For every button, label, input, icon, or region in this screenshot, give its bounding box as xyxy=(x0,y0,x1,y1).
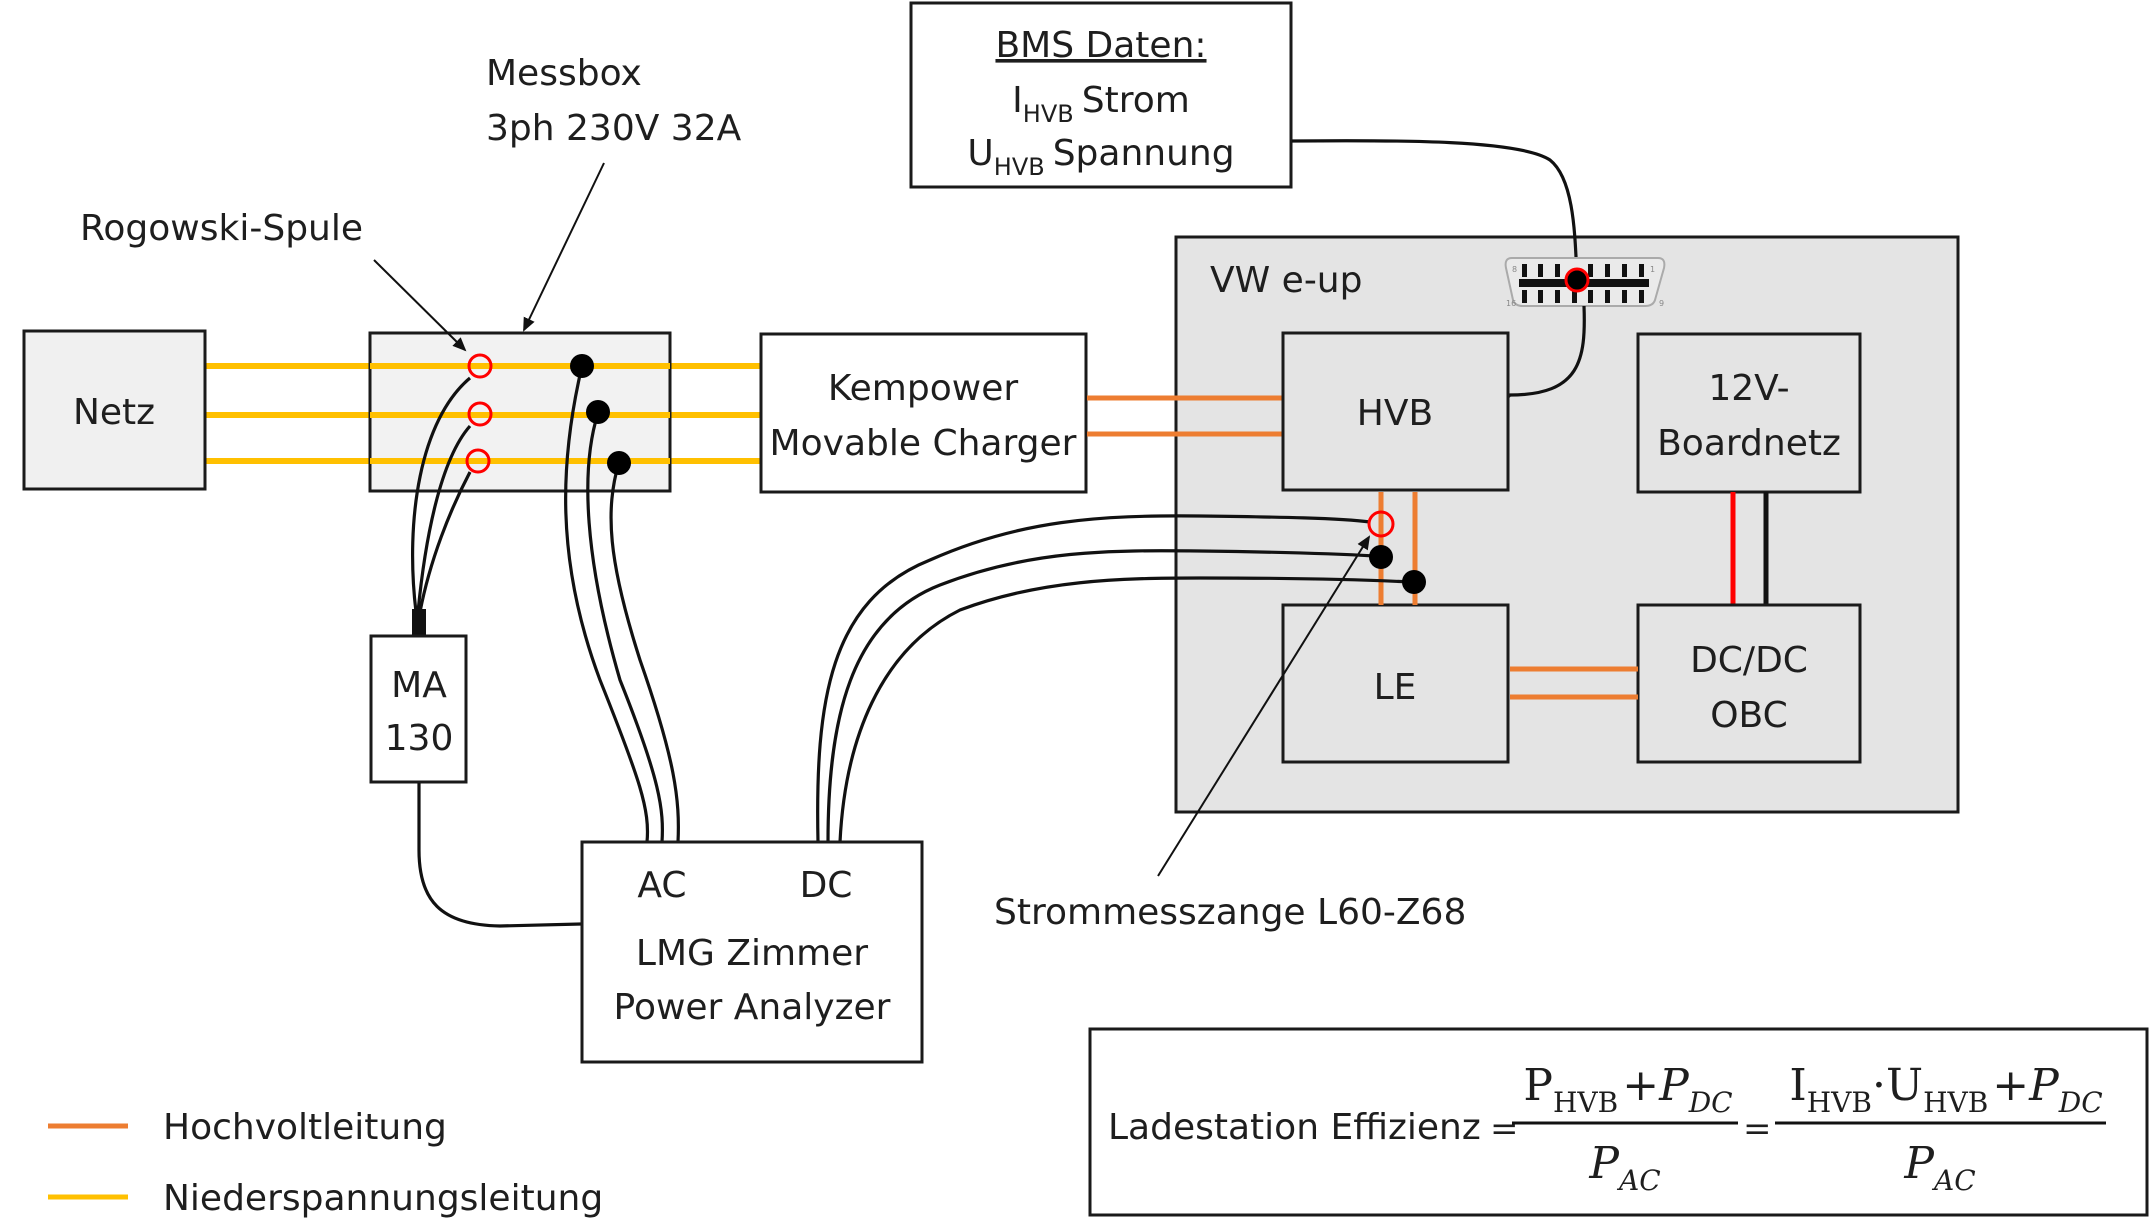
lmg-label-line1: LMG Zimmer xyxy=(636,933,868,974)
netz-label: Netz xyxy=(73,392,155,433)
kempower-box xyxy=(759,332,1088,494)
lmg-box xyxy=(580,840,924,1064)
voltage-tap-1 xyxy=(570,354,594,378)
formula-frac2-denominator: PAC xyxy=(1903,1138,1975,1197)
boardnetz-box xyxy=(1636,332,1862,494)
hvb-box xyxy=(1281,331,1510,492)
messbox-arrow xyxy=(523,162,605,332)
rogowski-arrow xyxy=(373,259,467,352)
voltage-tap-2 xyxy=(586,400,610,424)
legend-label-hochvolt: Hochvoltleitung xyxy=(163,1107,447,1148)
bms-box xyxy=(909,1,1293,189)
dcdc-box xyxy=(1636,603,1862,764)
formula-frac1-denominator: PAC xyxy=(1588,1138,1660,1197)
obd-tap-point xyxy=(1564,267,1590,293)
hvb-label: HVB xyxy=(1357,393,1433,434)
vehicle-label: VW e-up xyxy=(1210,260,1362,301)
lmg-label-line2: Power Analyzer xyxy=(614,987,891,1028)
dc-voltage-tap-1 xyxy=(1369,545,1393,569)
dc-voltage-tap-2 xyxy=(1402,570,1426,594)
obd-pin-16: 16 xyxy=(1506,299,1516,308)
strommesszange-arrow xyxy=(1157,535,1371,877)
voltage-tap-3 xyxy=(607,451,631,475)
hv-lines-charger-hvb xyxy=(1087,395,1284,437)
ma130-label-line1: MA xyxy=(391,665,447,706)
efficiency-formula: Ladestation Effizienz = PHVB+PDC PAC = I… xyxy=(1088,1027,2149,1217)
kempower-label-line1: Kempower xyxy=(828,368,1019,409)
obd-pin-9: 9 xyxy=(1659,299,1664,308)
messbox-label-line1: Messbox xyxy=(486,53,642,94)
legend: Hochvoltleitung Niederspannungsleitung xyxy=(48,1107,603,1219)
lmg-port-dc: DC xyxy=(800,865,853,906)
ma130-connector xyxy=(412,609,426,637)
rogowski-ring-2 xyxy=(467,401,493,427)
obd-pin-1: 1 xyxy=(1650,265,1655,274)
dc-measurement-wires xyxy=(816,510,1426,843)
bms-heading: BMS Daten: xyxy=(995,25,1206,66)
lmg-port-ac: AC xyxy=(637,865,686,906)
dc-current-clamp-ring xyxy=(1367,510,1395,538)
rogowski-coils xyxy=(411,353,493,637)
ma130-lmg-wire xyxy=(417,783,582,928)
legend-label-niederspannung: Niederspannungsleitung xyxy=(163,1178,603,1219)
le-label: LE xyxy=(1374,667,1417,708)
ac-voltage-taps xyxy=(564,354,680,843)
formula-eq-2: = xyxy=(1743,1109,1772,1149)
obd-hvb-wire xyxy=(1506,305,1586,399)
obd-connector-icon: 8 1 16 9 xyxy=(1504,257,1666,308)
strommesszange-label: Strommesszange L60-Z68 xyxy=(994,892,1466,933)
formula-eq-1: = xyxy=(1490,1109,1519,1149)
ma130-box xyxy=(369,634,468,784)
formula-lhs: Ladestation Effizienz xyxy=(1108,1107,1481,1148)
messbox-label-line2: 3ph 230V 32A xyxy=(486,108,742,149)
bms-data-wire xyxy=(1291,139,1579,279)
rogowski-label: Rogowski-Spule xyxy=(80,208,363,249)
boardnetz-label-line1: 12V- xyxy=(1708,368,1789,409)
dcdc-label-line1: DC/DC xyxy=(1690,640,1808,681)
formula-frac1-numerator: PHVB+PDC xyxy=(1523,1060,1732,1119)
obd-pin-8: 8 xyxy=(1512,265,1517,274)
dcdc-label-line2: OBC xyxy=(1710,695,1788,736)
formula-frac2-numerator: IHVB·UHVB+PDC xyxy=(1789,1060,2102,1119)
rogowski-ring-1 xyxy=(467,353,493,379)
le-box xyxy=(1281,603,1510,764)
hv-lines-le-dcdc xyxy=(1510,666,1638,700)
netz-box xyxy=(22,329,207,491)
boardnetz-label-line2: Boardnetz xyxy=(1657,423,1841,464)
rogowski-ring-3 xyxy=(465,448,491,474)
ma130-label-line2: 130 xyxy=(385,718,454,759)
kempower-label-line2: Movable Charger xyxy=(770,423,1077,464)
